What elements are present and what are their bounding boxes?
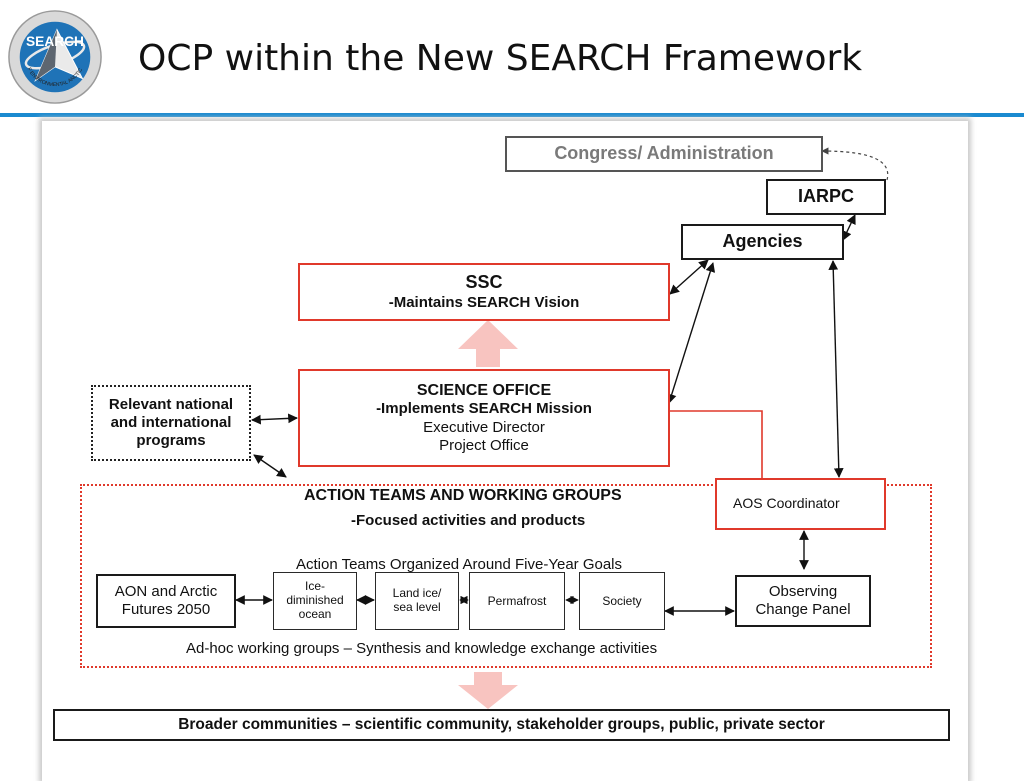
ssc-box: SSC -Maintains SEARCH Vision bbox=[298, 263, 670, 321]
agencies-science-office-arrow bbox=[666, 262, 716, 404]
team-ice-line1: Ice- bbox=[304, 579, 325, 594]
team-society-label: Society bbox=[602, 593, 642, 608]
iarpc-label: IARPC bbox=[797, 186, 854, 207]
science-office-subtitle: -Implements SEARCH Mission bbox=[376, 400, 592, 418]
logo-text: SEARCH bbox=[26, 34, 84, 49]
team-society: Society bbox=[579, 572, 665, 630]
science-office-aos-link bbox=[670, 410, 763, 478]
iarpc-to-congress-arrow bbox=[821, 147, 889, 181]
ssc-subtitle: -Maintains SEARCH Vision bbox=[388, 293, 580, 311]
relevant-programs-line2: and international bbox=[110, 413, 232, 431]
aos-coordinator-box: AOS Coordinator bbox=[715, 478, 886, 530]
observing-change-panel-box: Observing Change Panel bbox=[735, 575, 871, 627]
agencies-box: Agencies bbox=[681, 224, 844, 260]
slide-title: OCP within the New SEARCH Framework bbox=[138, 38, 863, 79]
science-office-executive-director: Executive Director bbox=[423, 418, 545, 436]
team-land-ice-sea-level: Land ice/ sea level bbox=[375, 572, 459, 630]
agencies-aos-arrow bbox=[828, 260, 844, 478]
relevant-programs-line3: programs bbox=[136, 432, 206, 450]
team-permafrost: Permafrost bbox=[469, 572, 565, 630]
action-teams-title: ACTION TEAMS AND WORKING GROUPS bbox=[304, 487, 622, 504]
agencies-ssc-arrow bbox=[669, 259, 709, 295]
team-land-line1: Land ice/ bbox=[392, 586, 442, 601]
team-land-line2: sea level bbox=[393, 600, 441, 614]
iarpc-agencies-arrow bbox=[842, 214, 856, 241]
search-logo: SEARCH STUDY OF ENVIRONMENTAL ARCTIC CHA… bbox=[6, 8, 102, 104]
iarpc-box: IARPC bbox=[766, 179, 886, 215]
programs-action-teams-arrow bbox=[253, 454, 287, 478]
action-teams-container bbox=[80, 484, 932, 668]
aon-line1: AON and Arctic bbox=[114, 582, 218, 600]
broader-communities-box: Broader communities – scientific communi… bbox=[53, 709, 950, 741]
action-teams-organized-label: Action Teams Organized Around Five-Year … bbox=[296, 556, 623, 573]
relevant-programs-box: Relevant national and international prog… bbox=[91, 385, 251, 461]
upward-flow-arrow bbox=[458, 320, 518, 367]
aon-box: AON and Arctic Futures 2050 bbox=[96, 574, 236, 628]
congress-administration-label: Congress/ Administration bbox=[554, 143, 774, 164]
action-teams-subtitle: -Focused activities and products bbox=[351, 512, 586, 529]
team-permafrost-label: Permafrost bbox=[487, 593, 547, 608]
science-office-box: SCIENCE OFFICE -Implements SEARCH Missio… bbox=[298, 369, 670, 467]
aon-line2: Futures 2050 bbox=[121, 601, 211, 618]
congress-administration-box: Congress/ Administration bbox=[505, 136, 823, 172]
aos-coordinator-label: AOS Coordinator bbox=[733, 495, 840, 512]
ssc-title: SSC bbox=[465, 271, 503, 292]
science-office-title: SCIENCE OFFICE bbox=[416, 381, 552, 399]
science-office-project-office: Project Office bbox=[439, 436, 529, 454]
diagram-connectors bbox=[235, 147, 889, 709]
relevant-programs-line1: Relevant national bbox=[108, 395, 234, 413]
observing-panel-line2: Change Panel bbox=[755, 601, 851, 618]
team-ice-line3: ocean bbox=[298, 606, 332, 621]
title-divider bbox=[0, 113, 1024, 117]
observing-panel-line1: Observing bbox=[768, 582, 838, 600]
team-ice-diminished-ocean: Ice- diminished ocean bbox=[273, 572, 357, 630]
programs-science-office-arrow bbox=[251, 413, 298, 425]
agencies-label: Agencies bbox=[722, 231, 803, 252]
broader-communities-label: Broader communities – scientific communi… bbox=[178, 715, 825, 733]
team-ice-line2: diminished bbox=[286, 593, 344, 608]
downward-flow-arrow bbox=[458, 672, 518, 709]
adhoc-working-groups-label: Ad-hoc working groups – Synthesis and kn… bbox=[186, 640, 658, 657]
diagram-panel: Congress/ Administration IARPC Agencies … bbox=[42, 121, 968, 781]
